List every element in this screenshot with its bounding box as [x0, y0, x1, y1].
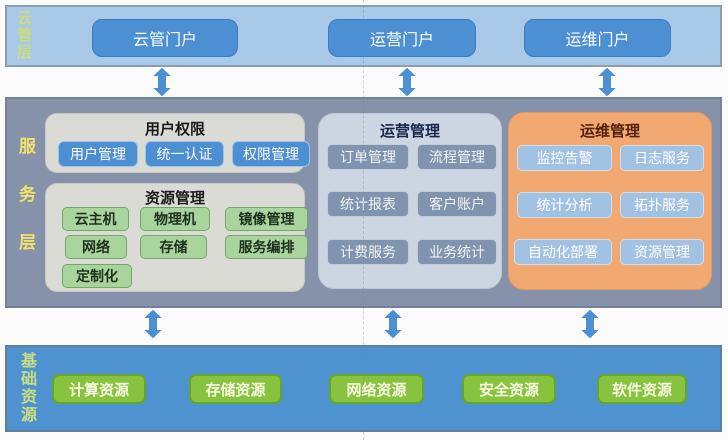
double-arrow-icon — [595, 66, 619, 98]
group-title: 运维管理 — [579, 123, 640, 140]
resource-node: 计算资源 — [52, 374, 146, 404]
service-node: 网络 — [65, 235, 127, 259]
portal-node-operation: 运营门户 — [328, 19, 476, 57]
portal-node-cloud-mgmt: 云管门户 — [92, 19, 238, 57]
double-arrow-icon — [578, 308, 602, 340]
service-node: 流程管理 — [417, 144, 497, 170]
service-node: 监控告警 — [517, 145, 612, 171]
group-user-permission: 用户权限 用户管理 统一认证 权限管理 — [45, 113, 310, 173]
double-arrow-icon — [150, 66, 174, 98]
service-node: 统一认证 — [145, 141, 224, 167]
service-node: 用户管理 — [58, 141, 138, 167]
cloud-mgmt-layer-label: 云管层 — [15, 10, 32, 61]
service-node: 存储 — [140, 235, 207, 259]
portal-label: 运营门户 — [369, 32, 434, 49]
service-node: 自动化部署 — [514, 239, 612, 265]
service-node: 定制化 — [62, 264, 132, 288]
service-node: 计费服务 — [327, 239, 409, 265]
infrastructure-layer-label: 基础资源 — [18, 352, 35, 424]
portal-label: 运维门户 — [565, 32, 630, 49]
group-title: 运营管理 — [379, 123, 440, 140]
resource-node: 软件资源 — [597, 374, 687, 404]
service-node: 业务统计 — [417, 239, 497, 265]
service-node: 镜像管理 — [225, 207, 308, 231]
double-arrow-icon — [381, 308, 405, 340]
scan-artifact-line — [363, 0, 364, 440]
resource-node: 安全资源 — [462, 374, 556, 404]
group-title: 资源管理 — [144, 190, 205, 207]
group-resource-mgmt: 资源管理 云主机 物理机 镜像管理 网络 存储 服务编排 定制化 — [45, 183, 308, 292]
portal-label: 云管门户 — [132, 32, 197, 49]
infrastructure-layer-band: 基础资源 计算资源 存储资源 网络资源 安全资源 软件资源 — [5, 345, 722, 432]
service-node: 云主机 — [62, 207, 129, 231]
service-node: 统计分析 — [517, 192, 612, 218]
double-arrow-icon — [141, 308, 165, 340]
group-title: 用户权限 — [144, 121, 205, 138]
double-arrow-icon — [395, 66, 419, 98]
resource-node: 存储资源 — [189, 374, 282, 404]
cloud-mgmt-layer-band: 云管层 云管门户 运营门户 运维门户 — [5, 5, 722, 67]
service-layer-band: 服务层 用户权限 用户管理 统一认证 权限管理 资源管理 云主机 物理机 镜像管… — [5, 97, 722, 308]
group-maintenance-mgmt: 运维管理 监控告警 日志服务 统计分析 拓扑服务 自动化部署 资源管理 — [508, 112, 712, 290]
service-node: 资源管理 — [620, 239, 704, 265]
resource-node: 网络资源 — [329, 374, 424, 404]
service-node: 统计报表 — [327, 191, 409, 217]
service-node: 订单管理 — [327, 144, 409, 170]
group-operation-mgmt: 运营管理 订单管理 流程管理 统计报表 客户账户 计费服务 业务统计 — [318, 113, 502, 289]
service-node: 服务编排 — [225, 235, 308, 259]
service-node: 权限管理 — [232, 141, 310, 167]
portal-node-maintenance: 运维门户 — [524, 19, 671, 57]
service-node: 客户账户 — [417, 191, 497, 217]
service-node: 拓扑服务 — [620, 192, 704, 218]
service-node: 日志服务 — [620, 145, 704, 171]
service-node: 物理机 — [140, 207, 210, 231]
service-layer-label: 服务层 — [16, 137, 35, 281]
